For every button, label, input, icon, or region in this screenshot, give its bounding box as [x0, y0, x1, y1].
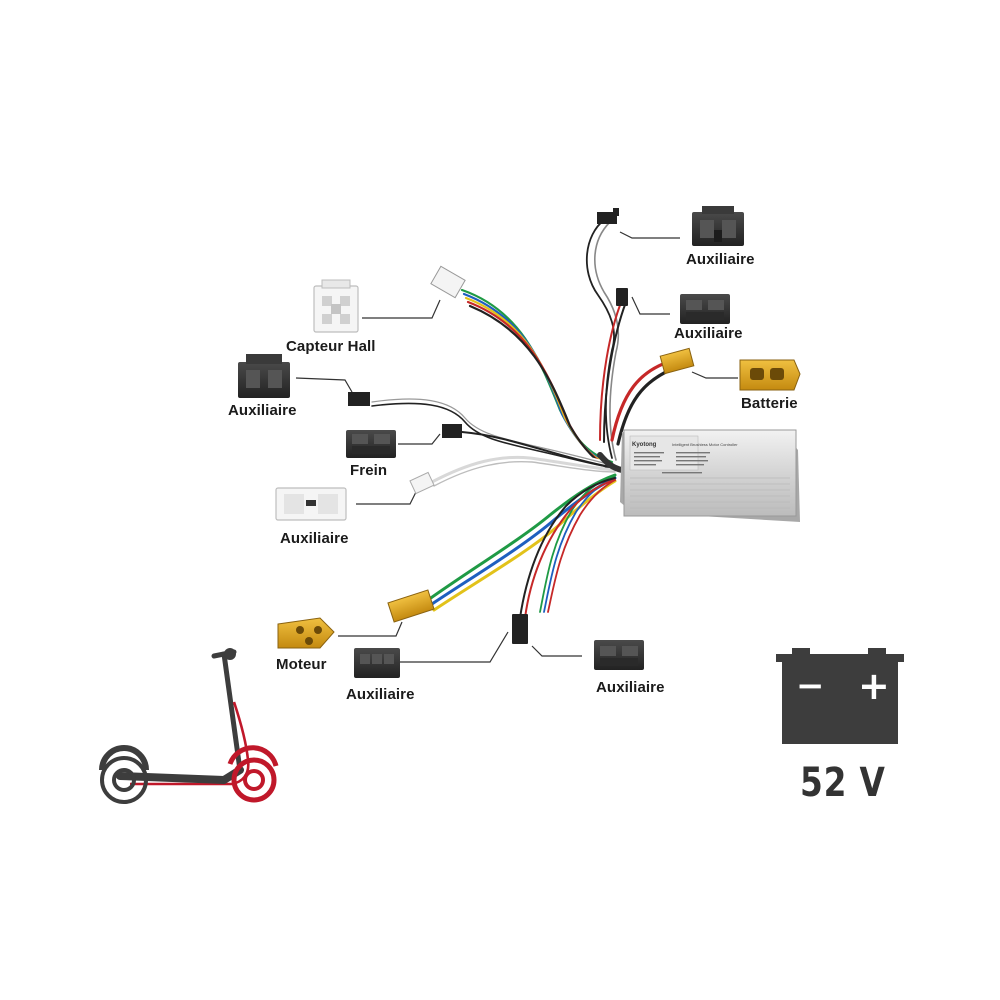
label-capteur-hall: Capteur Hall — [286, 338, 376, 355]
label-auxiliaire-bottom-left: Auxiliaire — [346, 686, 415, 703]
controller-box: Kyotong Intelligent Brushless Motor Cont… — [620, 429, 800, 522]
label-moteur: Moteur — [276, 656, 327, 673]
aux-left-connector — [238, 354, 290, 398]
frein-wires — [461, 431, 616, 469]
battery-wires — [610, 360, 670, 442]
aux-top-2-connector — [680, 294, 730, 324]
aux-bottom-right-connector — [594, 640, 644, 670]
hall-sensor-wires — [460, 288, 614, 472]
label-auxiliaire-bottom-right: Auxiliaire — [596, 679, 665, 696]
aux-left-plug — [348, 392, 370, 406]
aux-bottom-left-connector — [354, 648, 400, 678]
aux-top-2-plug — [616, 288, 628, 306]
aux-bottom-wires — [524, 479, 616, 619]
battery-plus-symbol: + — [858, 664, 890, 708]
capteur-hall-connector — [313, 279, 359, 333]
aux-top-1-connector — [692, 206, 744, 246]
label-auxiliaire-top-2: Auxiliaire — [674, 325, 743, 342]
motor-plug — [387, 589, 435, 623]
label-frein: Frein — [350, 462, 388, 479]
wire-end-plugs — [348, 208, 695, 644]
controller-brand: Kyotong — [632, 442, 657, 448]
hall-plug — [430, 265, 466, 299]
kick-scooter-icon — [99, 648, 279, 804]
controller-heatsink-fins — [630, 477, 790, 509]
moteur-connector — [277, 617, 335, 649]
aux-white-plug — [409, 471, 435, 495]
label-auxiliaire-white: Auxiliaire — [280, 530, 349, 547]
label-auxiliaire-top-1: Auxiliaire — [686, 251, 755, 268]
battery-plug — [659, 347, 695, 375]
aux-top-2-wires — [599, 299, 623, 441]
battery-icon — [776, 648, 904, 744]
label-batterie: Batterie — [741, 395, 798, 412]
battery-minus-symbol: − — [796, 666, 825, 706]
aux-white-wires — [430, 455, 617, 484]
batterie-connector — [739, 359, 801, 391]
frein-plug — [442, 424, 462, 438]
aux-bottom-plug — [512, 614, 528, 644]
leader-lines — [295, 231, 738, 663]
aux-white-connector — [275, 487, 347, 521]
controller-title: Intelligent Brushless Motor Controller — [672, 442, 738, 447]
battery-voltage-label: 52 V — [800, 760, 886, 806]
label-auxiliaire-left: Auxiliaire — [228, 402, 297, 419]
frein-connector — [346, 430, 396, 458]
wire-bundles — [369, 219, 672, 619]
aux-top-1-plug — [597, 212, 617, 224]
